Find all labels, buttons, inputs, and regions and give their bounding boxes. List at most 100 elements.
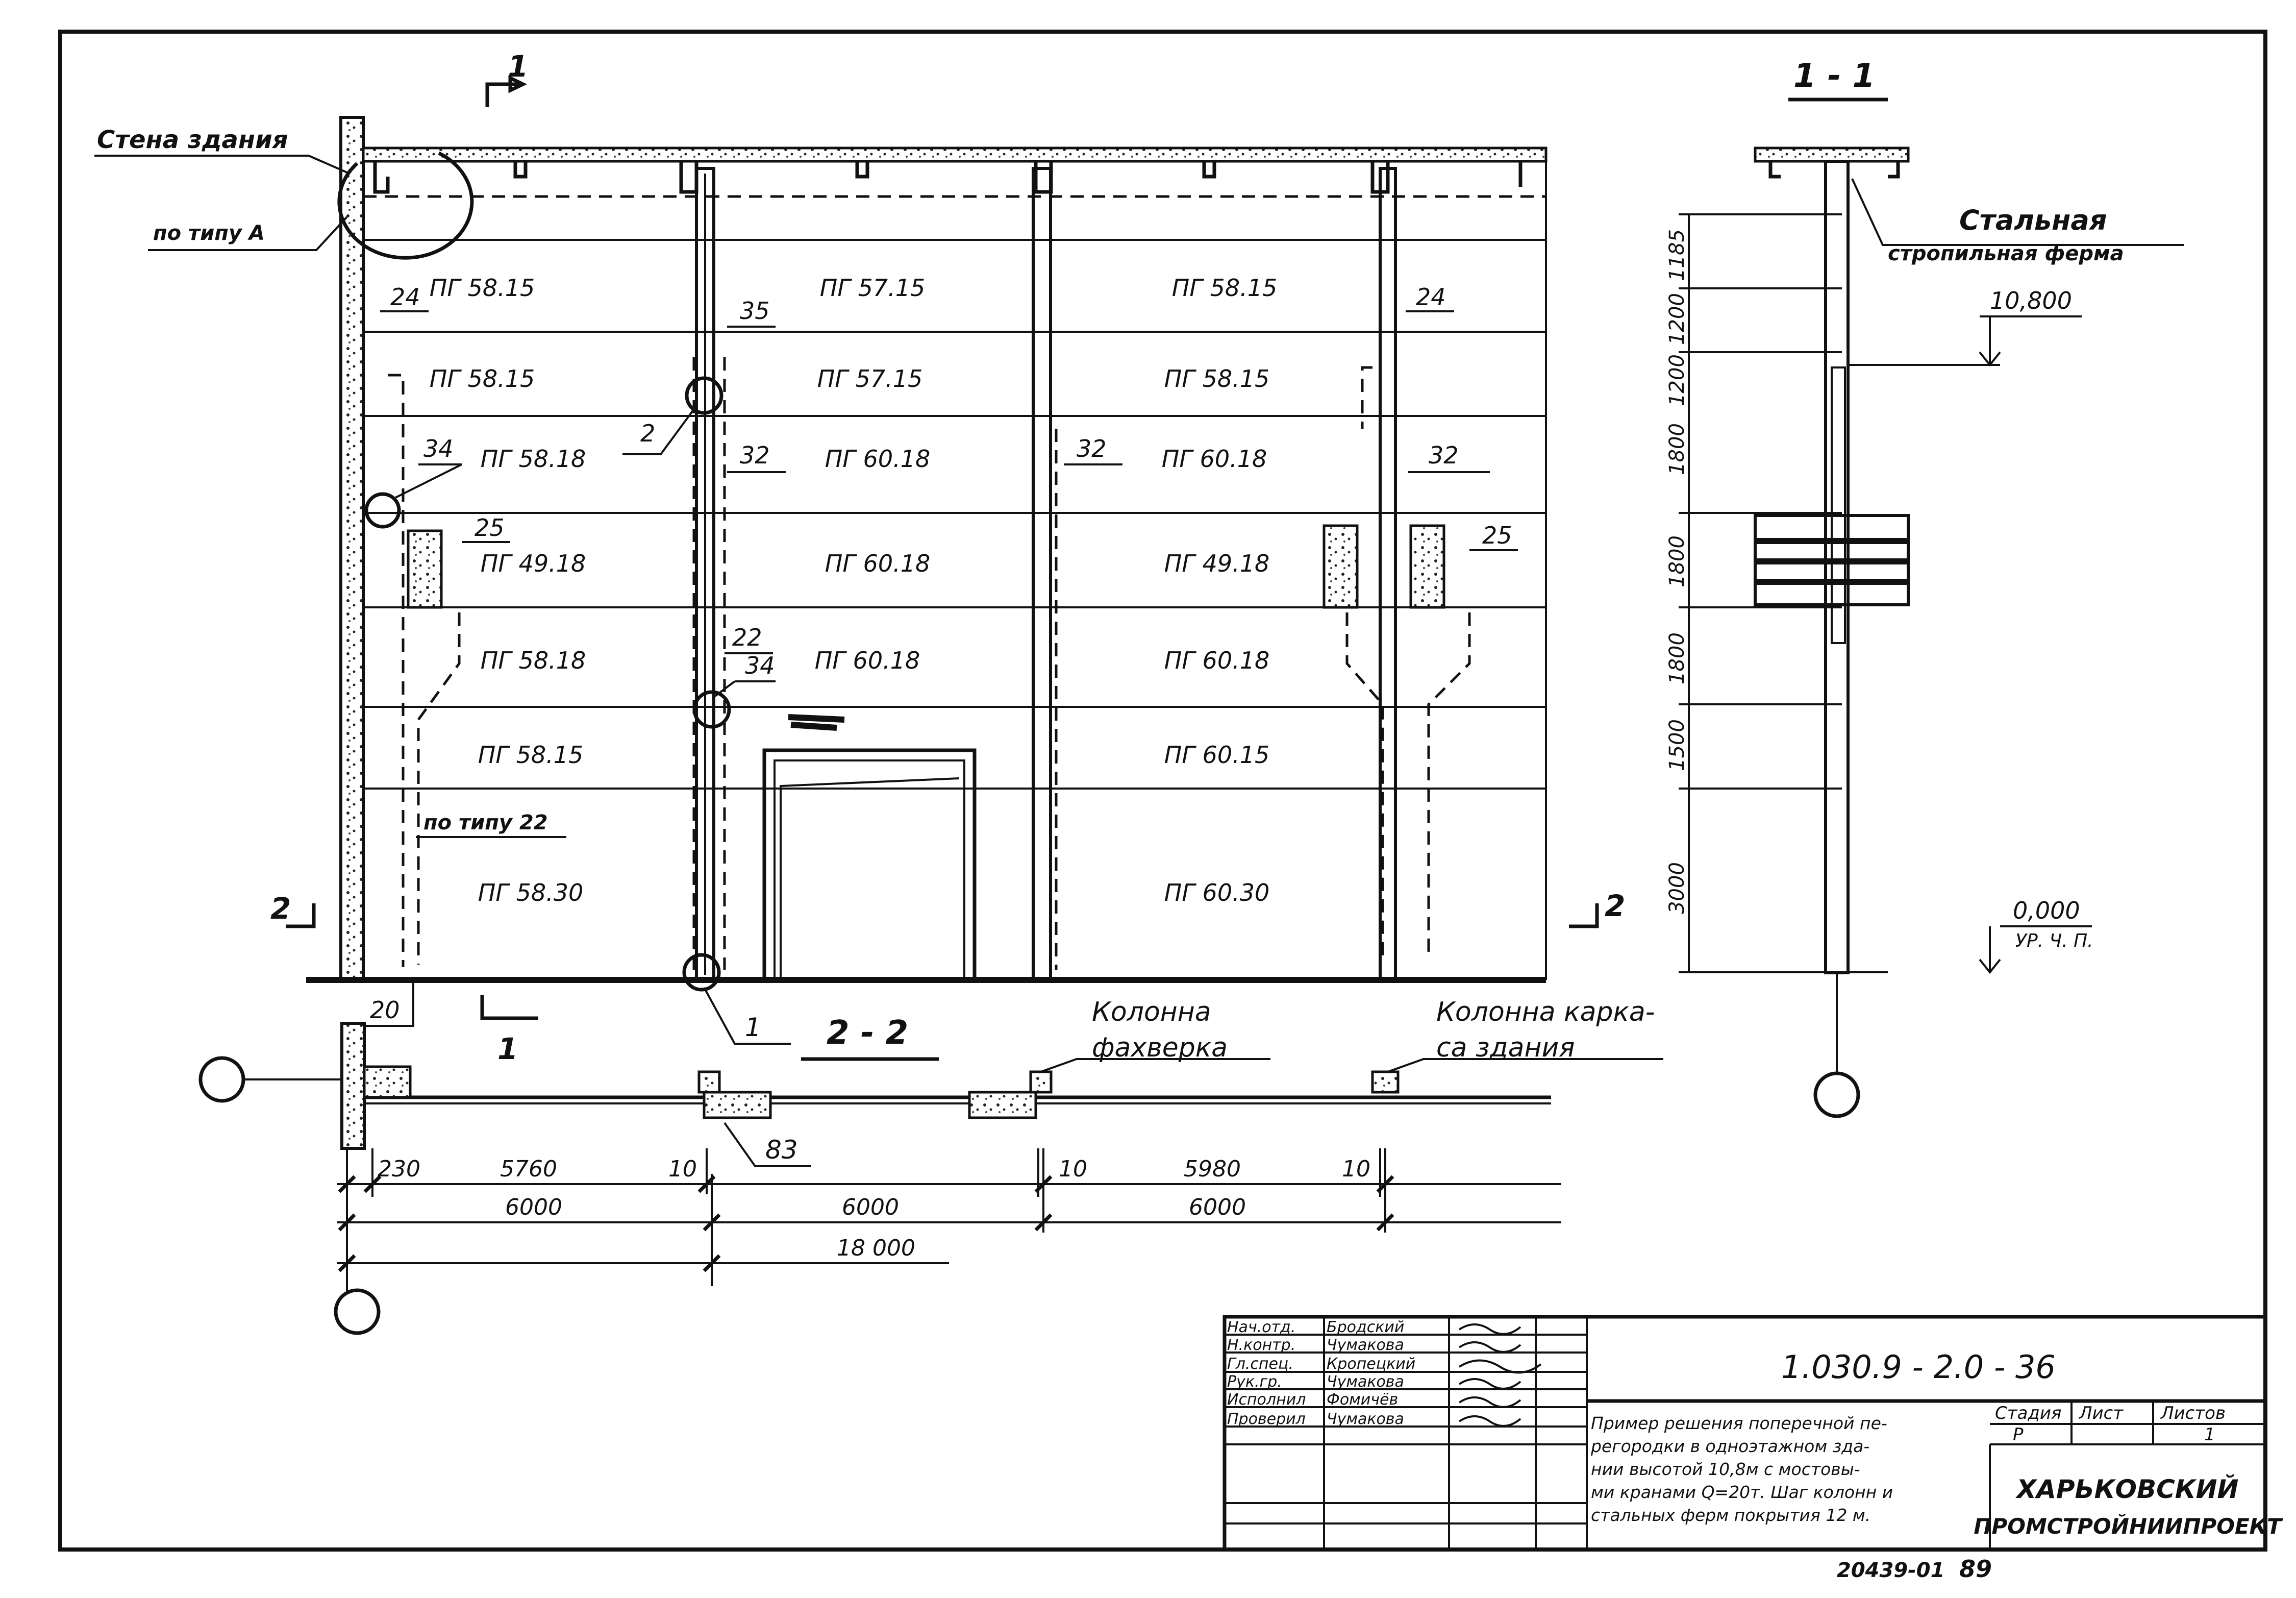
- frame-column-note: Колонна карка-: [1436, 997, 1655, 1027]
- sheets-header: Листов: [2160, 1403, 2226, 1423]
- node-circle: [364, 492, 401, 529]
- node-label: 2: [640, 420, 655, 447]
- role: Нач.отд.: [1227, 1318, 1295, 1336]
- role: Исполнил: [1227, 1391, 1306, 1409]
- dim-value: 18 000: [837, 1235, 915, 1261]
- description-line: стальных ферм покрытия 12 м.: [1591, 1505, 1870, 1525]
- panel-mark: ПГ 58.15: [1172, 274, 1278, 302]
- node-label: 24: [1416, 283, 1446, 311]
- page-number: 89: [1959, 1555, 1992, 1583]
- svg-text:1: 1: [508, 49, 528, 84]
- vertical-dim: 3000: [1665, 862, 1689, 914]
- panel-mark: ПГ 57.15: [820, 274, 926, 302]
- panel-mark: ПГ 58.18: [481, 647, 586, 674]
- vertical-dim: 1200: [1665, 293, 1689, 345]
- drawing-code: 1.030.9 - 2.0 - 36: [1781, 1348, 2056, 1386]
- dim-value: 5760: [500, 1156, 557, 1182]
- plan-2-2: 2 - 2 83 Колонна фахверка Колонна карка-…: [198, 997, 1663, 1335]
- svg-text:1: 1: [497, 1031, 518, 1066]
- elevation-ground: 0,000: [2013, 897, 2080, 924]
- type-note: по типу А: [153, 222, 265, 245]
- node-label: 25: [1482, 522, 1512, 549]
- panel-mark: ПГ 58.15: [1164, 365, 1270, 392]
- dim-value: 6000: [842, 1194, 899, 1220]
- node-label: 32: [1077, 435, 1107, 462]
- truss-note: Стальная: [1959, 204, 2107, 236]
- description-line: Пример решения поперечной пе-: [1591, 1413, 1887, 1433]
- role: Рук.гр.: [1227, 1373, 1282, 1391]
- axis-bubble: [334, 1288, 381, 1335]
- elevation-ground-note: УР. Ч. П.: [2015, 930, 2093, 951]
- description-line: регородки в одноэтажном зда-: [1590, 1436, 1869, 1456]
- vertical-dim: 1800: [1665, 423, 1689, 475]
- wall-note: Стена здания: [97, 126, 288, 154]
- signature: [1458, 1323, 1542, 1427]
- organization: ПРОМСТРОЙНИИПРОЕКТ: [1974, 1513, 2283, 1539]
- sheets-value: 1: [2204, 1424, 2215, 1445]
- node-label: 20: [370, 996, 400, 1024]
- name: Чумакова: [1327, 1336, 1404, 1354]
- dim-value: 10: [1059, 1156, 1087, 1182]
- axis-bubble: [198, 1056, 245, 1103]
- stage-header: Стадия: [1995, 1403, 2061, 1423]
- node-label: 32: [1429, 441, 1459, 469]
- section-1-1: 1 - 1 1185 1200 1200 1800 1800 1800 1500…: [1665, 57, 2184, 1118]
- crane-console-right: [1409, 524, 1445, 609]
- description-line: ми кранами Q=20т. Шаг колонн и: [1591, 1482, 1893, 1502]
- dim-value: 10: [668, 1156, 697, 1182]
- plan-dimensions: [337, 1148, 1561, 1291]
- crane-console-mid: [1322, 524, 1359, 609]
- elevation-top: 10,800: [1990, 287, 2072, 314]
- panel-mark: ПГ 60.15: [1164, 741, 1270, 769]
- role: Гл.спец.: [1227, 1355, 1293, 1373]
- sheet-header: Лист: [2078, 1403, 2124, 1423]
- organization: ХАРЬКОВСКИЙ: [2015, 1474, 2239, 1504]
- axis-bubble: [1813, 1071, 1860, 1118]
- vertical-dim: 1500: [1665, 719, 1689, 771]
- panel-mark: ПГ 58.15: [430, 365, 535, 392]
- node-label: 83: [765, 1135, 798, 1165]
- panel-mark: ПГ 58.18: [481, 445, 586, 473]
- node-circle: [692, 690, 731, 729]
- elevation-view: ПГ 58.15 ПГ 58.15 ПГ 58.18 ПГ 49.18 ПГ 5…: [94, 49, 1625, 1066]
- panel-mark: ПГ 58.15: [478, 741, 584, 769]
- crane-console-left: [407, 529, 443, 609]
- node-circle: [682, 953, 721, 992]
- dim-value: 5980: [1184, 1156, 1241, 1182]
- name: Бродский: [1327, 1318, 1404, 1336]
- inventory-number: 20439-01: [1837, 1559, 1944, 1582]
- panel-mark: ПГ 60.18: [1164, 647, 1270, 674]
- dim-value: 6000: [1189, 1194, 1246, 1220]
- column-d: [1379, 167, 1397, 981]
- building-wall: [339, 116, 365, 981]
- node-label: 25: [475, 514, 505, 542]
- svg-text:2: 2: [1605, 889, 1625, 923]
- panel-mark: ПГ 49.18: [1164, 550, 1270, 577]
- name: Фомичёв: [1327, 1391, 1398, 1409]
- name: Чумакова: [1327, 1373, 1404, 1391]
- description-line: нии высотой 10,8м с мостовы-: [1591, 1459, 1860, 1479]
- roof-slab: [362, 146, 1548, 163]
- role: Н.контр.: [1227, 1336, 1295, 1354]
- dim-value: 230: [378, 1156, 420, 1182]
- vertical-dim: 1800: [1665, 632, 1689, 684]
- node-label: 35: [740, 297, 770, 325]
- panel-mark: ПГ 60.18: [825, 445, 931, 473]
- panel-mark: ПГ 57.15: [817, 365, 923, 392]
- node-circle: [685, 376, 723, 415]
- door-opening: [762, 714, 977, 980]
- vertical-dim: 1185: [1665, 229, 1689, 281]
- node-label: 22: [732, 624, 762, 651]
- wind-column-note: Колонна: [1092, 997, 1211, 1027]
- type-note: по типу 22: [423, 811, 548, 834]
- section-mark-2: 2 2: [270, 889, 1625, 928]
- name: Кропецкий: [1327, 1355, 1415, 1373]
- panel-mark: ПГ 58.15: [430, 274, 535, 302]
- node-label: 34: [745, 652, 775, 679]
- title-block: 1.030.9 - 2.0 - 36 Нач.отд. Н.контр. Гл.…: [1222, 1315, 2283, 1552]
- section-title: 2 - 2: [827, 1014, 908, 1052]
- panel-mark: ПГ 60.18: [825, 550, 931, 577]
- panel-mark: ПГ 60.18: [815, 647, 920, 674]
- section-mark-1: 1 1: [480, 49, 538, 1066]
- node-label: 34: [423, 435, 454, 462]
